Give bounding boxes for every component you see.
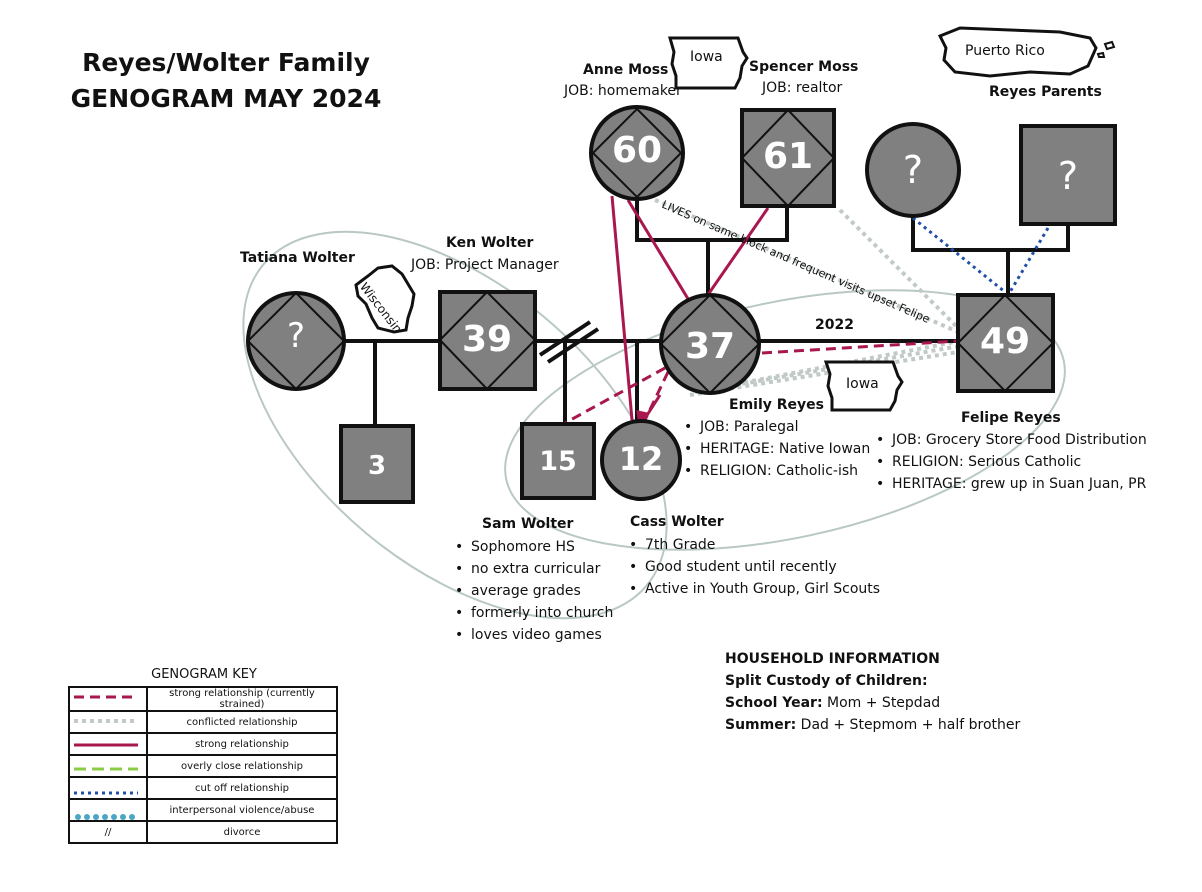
key-row: interpersonal violence/abuse — [68, 798, 338, 822]
sam-name: Sam Wolter — [482, 516, 574, 532]
reyes-father-age: ? — [1057, 154, 1079, 198]
spencer-symbol — [740, 108, 836, 208]
school-year-value: Mom + Stepdad — [822, 695, 941, 711]
iowa-outline-top — [668, 36, 749, 90]
cass-symbol — [600, 419, 682, 501]
marriage-year: 2022 — [815, 317, 854, 333]
emily-detail: JOB: Paralegal — [684, 416, 870, 438]
sam-detail: formerly into church — [455, 602, 613, 624]
strained-lines — [564, 339, 959, 425]
page-title: Reyes/Wolter Family GENOGRAM MAY 2024 — [66, 45, 386, 117]
household-heading: HOUSEHOLD INFORMATION — [725, 651, 940, 667]
key-title: GENOGRAM KEY — [151, 667, 257, 682]
half-brother-symbol — [339, 424, 415, 504]
puerto-rico-islet-1 — [1103, 40, 1116, 51]
school-year-label: School Year: — [725, 695, 823, 711]
tatiana-symbol — [246, 291, 346, 391]
key-label: overly close relationship — [146, 754, 338, 778]
divorce-symbol: // — [68, 820, 148, 844]
sam-details: Sophomore HS no extra curricular average… — [455, 536, 613, 646]
ken-age: 39 — [461, 319, 513, 360]
felipe-detail: HERITAGE: grew up in Suan Juan, PR — [876, 473, 1147, 495]
divorce-mark — [538, 320, 600, 364]
summer-value: Dad + Stepmom + half brother — [796, 717, 1021, 733]
spencer-job: JOB: realtor — [762, 80, 843, 96]
emily-detail: RELIGION: Catholic-ish — [684, 460, 870, 482]
key-row: overly close relationship — [68, 754, 338, 778]
key-label: cut off relationship — [146, 776, 338, 800]
felipe-name: Felipe Reyes — [961, 410, 1061, 426]
puerto-rico-label: Puerto Rico — [965, 43, 1045, 59]
key-row: strong relationship — [68, 732, 338, 756]
puerto-rico-islet-2 — [1096, 51, 1106, 58]
half-brother-age: 3 — [367, 451, 387, 481]
cass-name: Cass Wolter — [630, 514, 724, 530]
anne-name: Anne Moss — [583, 62, 669, 78]
title-line-2: GENOGRAM MAY 2024 — [70, 84, 382, 113]
summer-label: Summer: — [725, 717, 797, 733]
tatiana-age: ? — [286, 316, 306, 356]
iowa-label-emily: Iowa — [846, 376, 879, 392]
genogram-key: strong relationship (currently strained)… — [68, 686, 338, 844]
felipe-age: 49 — [979, 321, 1031, 362]
conflict-lines — [654, 198, 967, 397]
key-row: cut off relationship — [68, 776, 338, 800]
ken-symbol — [438, 290, 537, 391]
tatiana-name: Tatiana Wolter — [240, 250, 355, 266]
iowa-outline-emily — [823, 360, 904, 412]
sam-detail: no extra curricular — [455, 558, 613, 580]
cass-detail: Active in Youth Group, Girl Scouts — [629, 578, 880, 600]
custody-heading: Split Custody of Children: — [725, 673, 928, 689]
key-row: //divorce — [68, 820, 338, 844]
key-label: interpersonal violence/abuse — [146, 798, 338, 822]
key-row: strong relationship (currently strained) — [68, 686, 338, 712]
anne-age: 60 — [611, 130, 663, 171]
summer-line: Summer: Dad + Stepmom + half brother — [725, 714, 1020, 736]
sam-age: 15 — [539, 446, 577, 477]
sam-detail: average grades — [455, 580, 613, 602]
key-label: divorce — [146, 820, 338, 844]
title-line-1: Reyes/Wolter Family — [82, 48, 370, 77]
felipe-detail: RELIGION: Serious Catholic — [876, 451, 1147, 473]
key-label: strong relationship — [146, 732, 338, 756]
sam-symbol — [520, 422, 596, 500]
emily-name: Emily Reyes — [729, 397, 824, 413]
reyes-parents-label: Reyes Parents — [989, 84, 1102, 100]
emily-detail: HERITAGE: Native Iowan — [684, 438, 870, 460]
ken-name: Ken Wolter — [446, 235, 534, 251]
ken-job: JOB: Project Manager — [411, 257, 559, 273]
anne-symbol — [589, 105, 685, 201]
felipe-details: JOB: Grocery Store Food Distribution REL… — [876, 429, 1147, 495]
anne-job: JOB: homemaker — [564, 83, 682, 99]
emily-symbol — [659, 293, 761, 395]
emily-details: JOB: Paralegal HERITAGE: Native Iowan RE… — [684, 416, 870, 482]
reyes-father-symbol — [1019, 124, 1117, 226]
household-info: HOUSEHOLD INFORMATION Split Custody of C… — [725, 648, 1020, 736]
felipe-detail: JOB: Grocery Store Food Distribution — [876, 429, 1147, 451]
cutoff-lines — [912, 216, 1050, 294]
reyes-mother-age: ? — [902, 148, 924, 192]
spencer-name: Spencer Moss — [749, 59, 859, 75]
sam-detail: Sophomore HS — [455, 536, 613, 558]
key-label: strong relationship (currently strained) — [146, 686, 338, 712]
school-year-line: School Year: Mom + Stepdad — [725, 692, 1020, 714]
cass-detail: 7th Grade — [629, 534, 880, 556]
cass-details: 7th Grade Good student until recently Ac… — [629, 534, 880, 600]
felipe-symbol — [956, 293, 1055, 393]
sam-detail: loves video games — [455, 624, 613, 646]
cass-detail: Good student until recently — [629, 556, 880, 578]
key-label: conflicted relationship — [146, 710, 338, 734]
cass-age: 12 — [618, 440, 664, 478]
puerto-rico-outline — [937, 26, 1098, 78]
spencer-age: 61 — [762, 136, 814, 177]
key-row: conflicted relationship — [68, 710, 338, 734]
wisconsin-outline — [354, 264, 416, 334]
iowa-label-top: Iowa — [690, 49, 723, 65]
reyes-mother-symbol — [865, 122, 961, 218]
emily-age: 37 — [684, 326, 736, 367]
